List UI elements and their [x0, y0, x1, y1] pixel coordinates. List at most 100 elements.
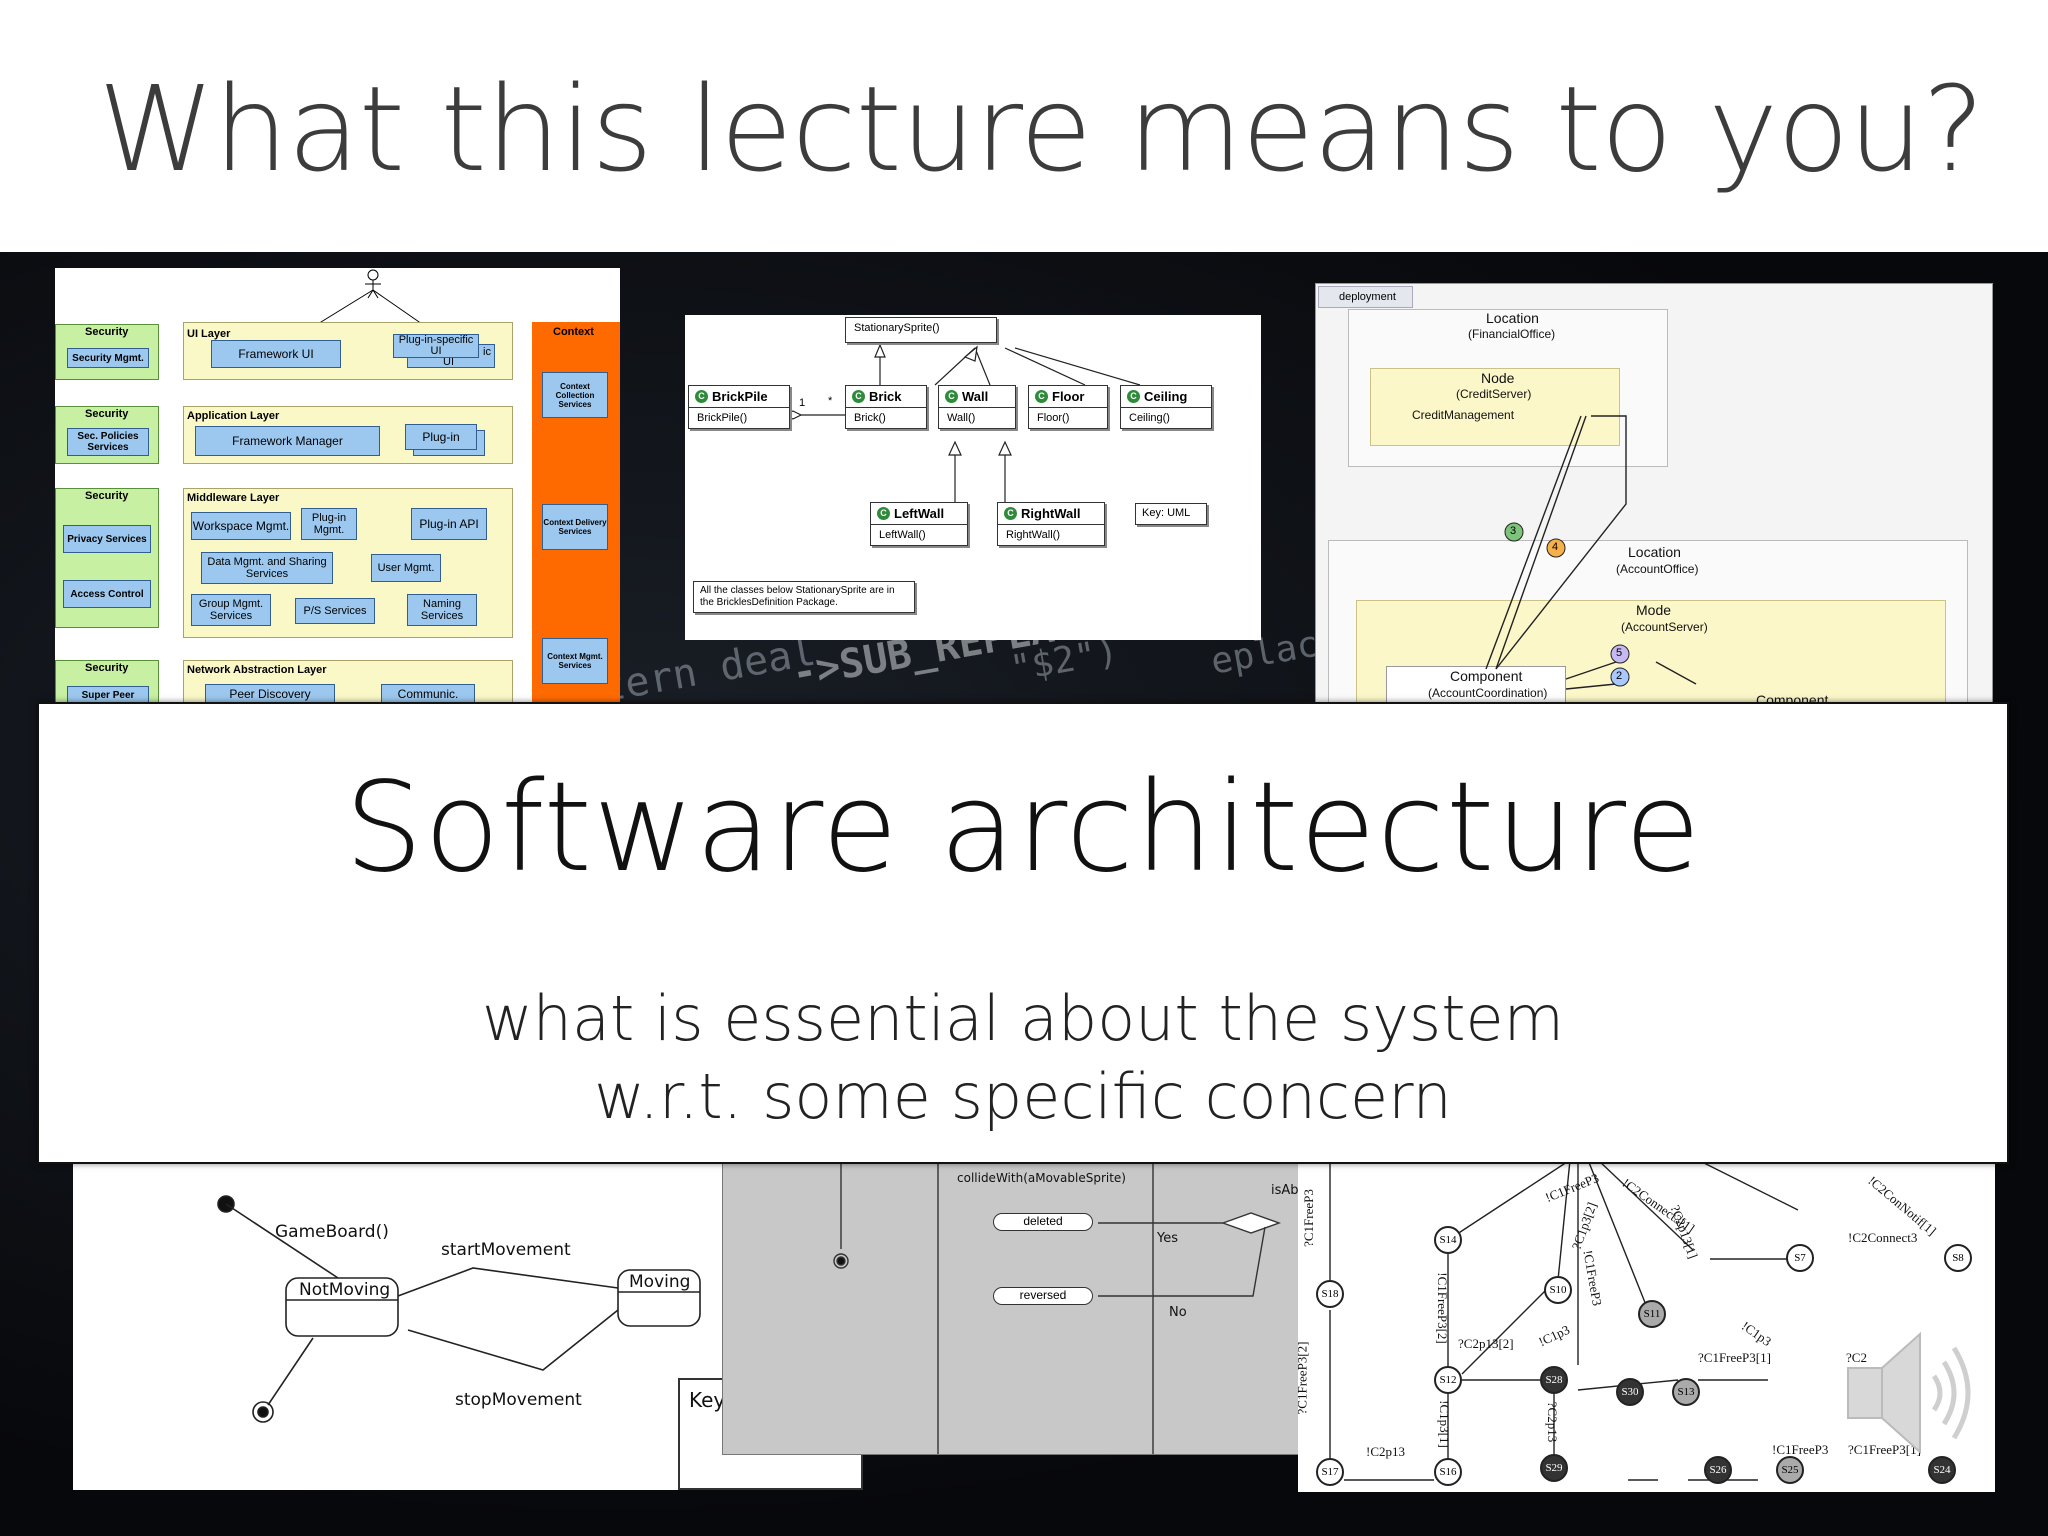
class-method: LeftWall()	[879, 529, 926, 541]
code-line: tern deal	[597, 628, 820, 712]
title-card: Software architecture what is essential …	[37, 702, 2009, 1164]
group-mgmt-box: Group Mgmt. Services	[191, 594, 271, 626]
mode-sub-label: (AccountServer)	[1621, 620, 1708, 634]
plugin-ui-back-label: ic	[483, 346, 491, 358]
transition-label: ?C1FreeP3[2]	[1298, 1341, 1310, 1415]
security-mgmt-box: Security Mgmt.	[67, 348, 149, 368]
transition-label: ?C1FreeP3[1]	[1848, 1442, 1921, 1457]
naming-services-box: Naming Services	[407, 594, 477, 626]
node-label: Node	[1481, 370, 1515, 386]
class-icon: C	[877, 507, 890, 520]
state-node: S8	[1944, 1244, 1972, 1272]
inheritance-arrows	[763, 343, 1141, 502]
transition-label: !C2p13	[1366, 1444, 1405, 1459]
transition-label: ?C1FreeP3	[1300, 1189, 1316, 1247]
multiplicity-many: *	[828, 395, 833, 407]
state-node: S16	[1434, 1458, 1462, 1486]
state-node: S10	[1544, 1276, 1572, 1304]
location-label: Location	[1486, 310, 1539, 326]
network-layer-label: Network Abstraction Layer	[187, 664, 327, 676]
connector-number: 2	[1616, 670, 1623, 682]
state-node: S17	[1316, 1458, 1344, 1486]
package-note: All the classes below StationarySprite a…	[693, 581, 915, 613]
transition-label: ?C2	[1846, 1350, 1867, 1365]
security-label: Security	[85, 408, 129, 420]
state-node: S29	[1540, 1454, 1568, 1482]
super-peer-box: Super Peer	[67, 686, 149, 703]
state-node: S30	[1616, 1378, 1644, 1406]
communic-box: Communic.	[381, 684, 475, 703]
card-title: Software architecture	[344, 756, 1702, 900]
layered-architecture-diagram: Security Security Mgmt. Security Sec. Po…	[55, 268, 620, 703]
deployment-connectors	[1485, 415, 1697, 690]
key-label: Key	[689, 1388, 726, 1412]
slide-title: What this lecture means to you?	[98, 60, 1985, 198]
class-icon: C	[1004, 507, 1017, 520]
state-node: S24	[1928, 1456, 1956, 1484]
class-method: RightWall()	[1006, 529, 1060, 541]
transition-system-diagram: S14 S18 S10 S11 S12 S28 S30 S13 S7 S8 S2…	[1298, 1160, 1995, 1492]
start-movement-label: startMovement	[441, 1240, 571, 1260]
state-reversed: reversed	[993, 1287, 1093, 1305]
framework-manager-box: Framework Manager	[195, 426, 380, 456]
sec-policies-box: Sec. Policies Services	[67, 428, 149, 456]
state-node: S18	[1316, 1280, 1344, 1308]
location-sub-label: (AccountOffice)	[1616, 562, 1699, 576]
context-mgmt-box: Context Mgmt. Services	[542, 638, 608, 684]
plugin-ui-back-label: UI	[443, 356, 454, 368]
card-subtitle-line2: w.r.t. some specific concern	[594, 1060, 1452, 1133]
activity-diagram: collideWith(aMovableSprite) deleted reve…	[722, 1160, 1304, 1455]
state-notmoving: NotMoving	[299, 1280, 391, 1300]
class-method: Brick()	[854, 412, 886, 424]
connector-number: 3	[1510, 525, 1517, 537]
security-label: Security	[85, 490, 129, 502]
speaker-icon[interactable]	[1838, 1328, 1978, 1458]
access-control-box: Access Control	[63, 580, 151, 608]
workspace-mgmt-box: Workspace Mgmt.	[191, 512, 291, 540]
state-node: S25	[1776, 1456, 1804, 1484]
stop-movement-label: stopMovement	[455, 1390, 582, 1410]
class-method: Ceiling()	[1129, 412, 1170, 424]
connector-number: 5	[1616, 647, 1623, 659]
class-stationary-sprite: StationarySprite()	[845, 317, 997, 343]
transition-label: !C1FreeP3	[1772, 1442, 1829, 1457]
framework-ui-box: Framework UI	[211, 340, 341, 368]
component-sub-label: (AccountCoordination)	[1428, 686, 1548, 700]
key-uml: Key: UML	[1135, 503, 1207, 525]
application-layer-label: Application Layer	[187, 410, 280, 422]
class-method: Floor()	[1037, 412, 1070, 424]
collide-label: collideWith(aMovableSprite)	[957, 1171, 1126, 1185]
plugin-api-box: Plug-in API	[411, 508, 487, 540]
deployment-diagram: deployment Location (FinancialOffice) No…	[1315, 283, 1993, 705]
state-node: S11	[1638, 1300, 1666, 1328]
state-node: S7	[1786, 1244, 1814, 1272]
state-moving: Moving	[629, 1272, 691, 1292]
location-label: Location	[1628, 544, 1681, 560]
state-node: S28	[1540, 1366, 1568, 1394]
transition-label: ?C2p13	[1545, 1401, 1561, 1443]
deployment-tab[interactable]: deployment	[1318, 286, 1413, 308]
class-icon: C	[1035, 390, 1048, 403]
gameboard-label: GameBoard()	[275, 1222, 389, 1242]
yes-label: Yes	[1157, 1231, 1178, 1246]
state-node: S13	[1672, 1378, 1700, 1406]
transition-label: !C2Connect3	[1848, 1230, 1918, 1245]
card-subtitle-line1: what is essential about the system	[481, 982, 1565, 1055]
security-label: Security	[85, 662, 129, 674]
node-sub-label: (CreditServer)	[1456, 387, 1532, 401]
component-account-coordination	[1386, 666, 1566, 704]
peer-discovery-box: Peer Discovery	[205, 684, 335, 703]
location-sub-label: (FinancialOffice)	[1468, 327, 1556, 341]
data-mgmt-box: Data Mgmt. and Sharing Services	[201, 552, 333, 584]
